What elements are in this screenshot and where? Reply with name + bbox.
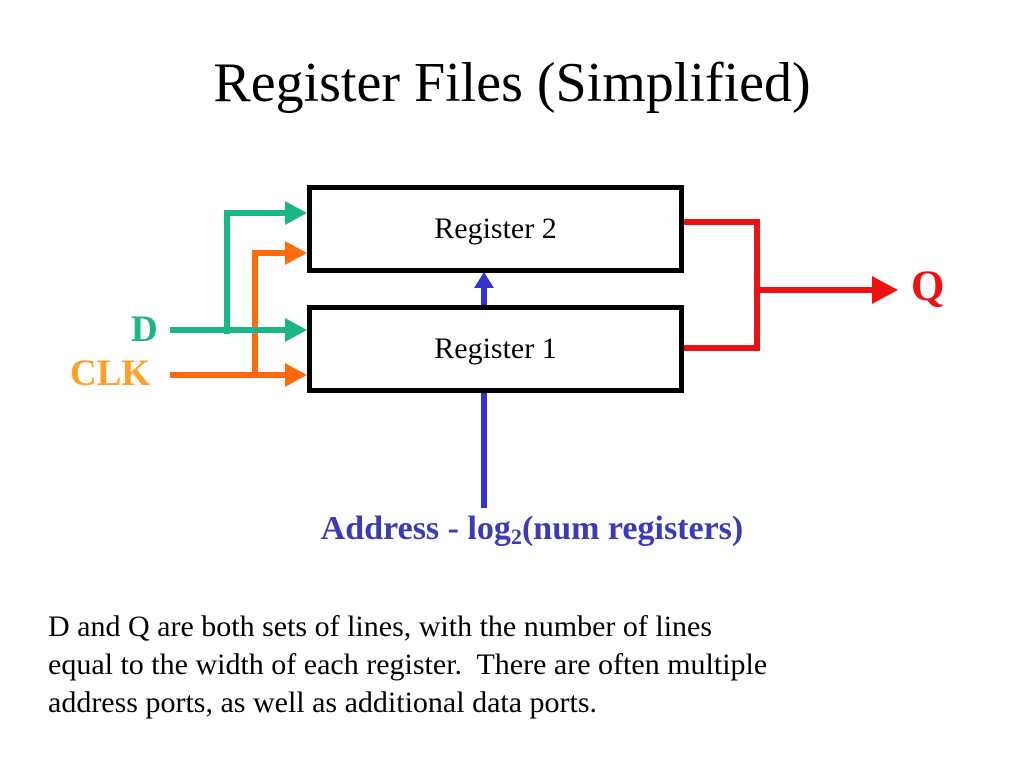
body-line-2: equal to the width of each register. The…: [48, 648, 768, 681]
clk-branch-vertical-line: [252, 250, 258, 378]
register1-label: Register 1: [434, 332, 557, 365]
clk-register1-arrowhead-icon: [285, 363, 307, 387]
q-output-line: [754, 287, 874, 293]
q-output-arrowhead-icon: [872, 276, 898, 304]
body-line-3: address ports, as well as additional dat…: [48, 686, 598, 719]
address-select-line: [481, 286, 487, 306]
address-label-suffix: (num registers): [521, 510, 744, 547]
register1-output-line: [681, 345, 757, 351]
address-input-line: [481, 391, 487, 508]
address-label-subscript: 2: [510, 523, 522, 549]
register1-box: Register 1: [307, 305, 684, 393]
clk-register2-arrowhead-icon: [285, 241, 307, 265]
d-register1-arrowhead-icon: [285, 318, 307, 342]
register2-output-line: [681, 219, 757, 225]
q-signal-label: Q: [911, 263, 945, 310]
clk-input-line: [170, 372, 287, 378]
body-line-1: D and Q are both sets of lines, with the…: [48, 610, 713, 643]
output-join-vertical-line: [754, 219, 760, 351]
register2-box: Register 2: [307, 185, 684, 273]
address-select-arrowhead-icon: [474, 272, 494, 288]
d-register2-arrowhead-icon: [285, 201, 307, 225]
d-register2-line: [224, 210, 287, 216]
d-signal-label: D: [131, 309, 158, 350]
body-paragraph: D and Q are both sets of lines, with the…: [48, 608, 767, 722]
clk-signal-label: CLK: [70, 353, 151, 394]
address-label: Address - log2(num registers): [252, 510, 812, 550]
register2-label: Register 2: [434, 212, 557, 245]
address-label-prefix: Address - log: [320, 510, 511, 547]
d-input-line: [170, 327, 287, 333]
clk-register2-line: [252, 250, 287, 256]
d-branch-vertical-line: [224, 210, 230, 334]
slide-title: Register Files (Simplified): [213, 52, 811, 114]
